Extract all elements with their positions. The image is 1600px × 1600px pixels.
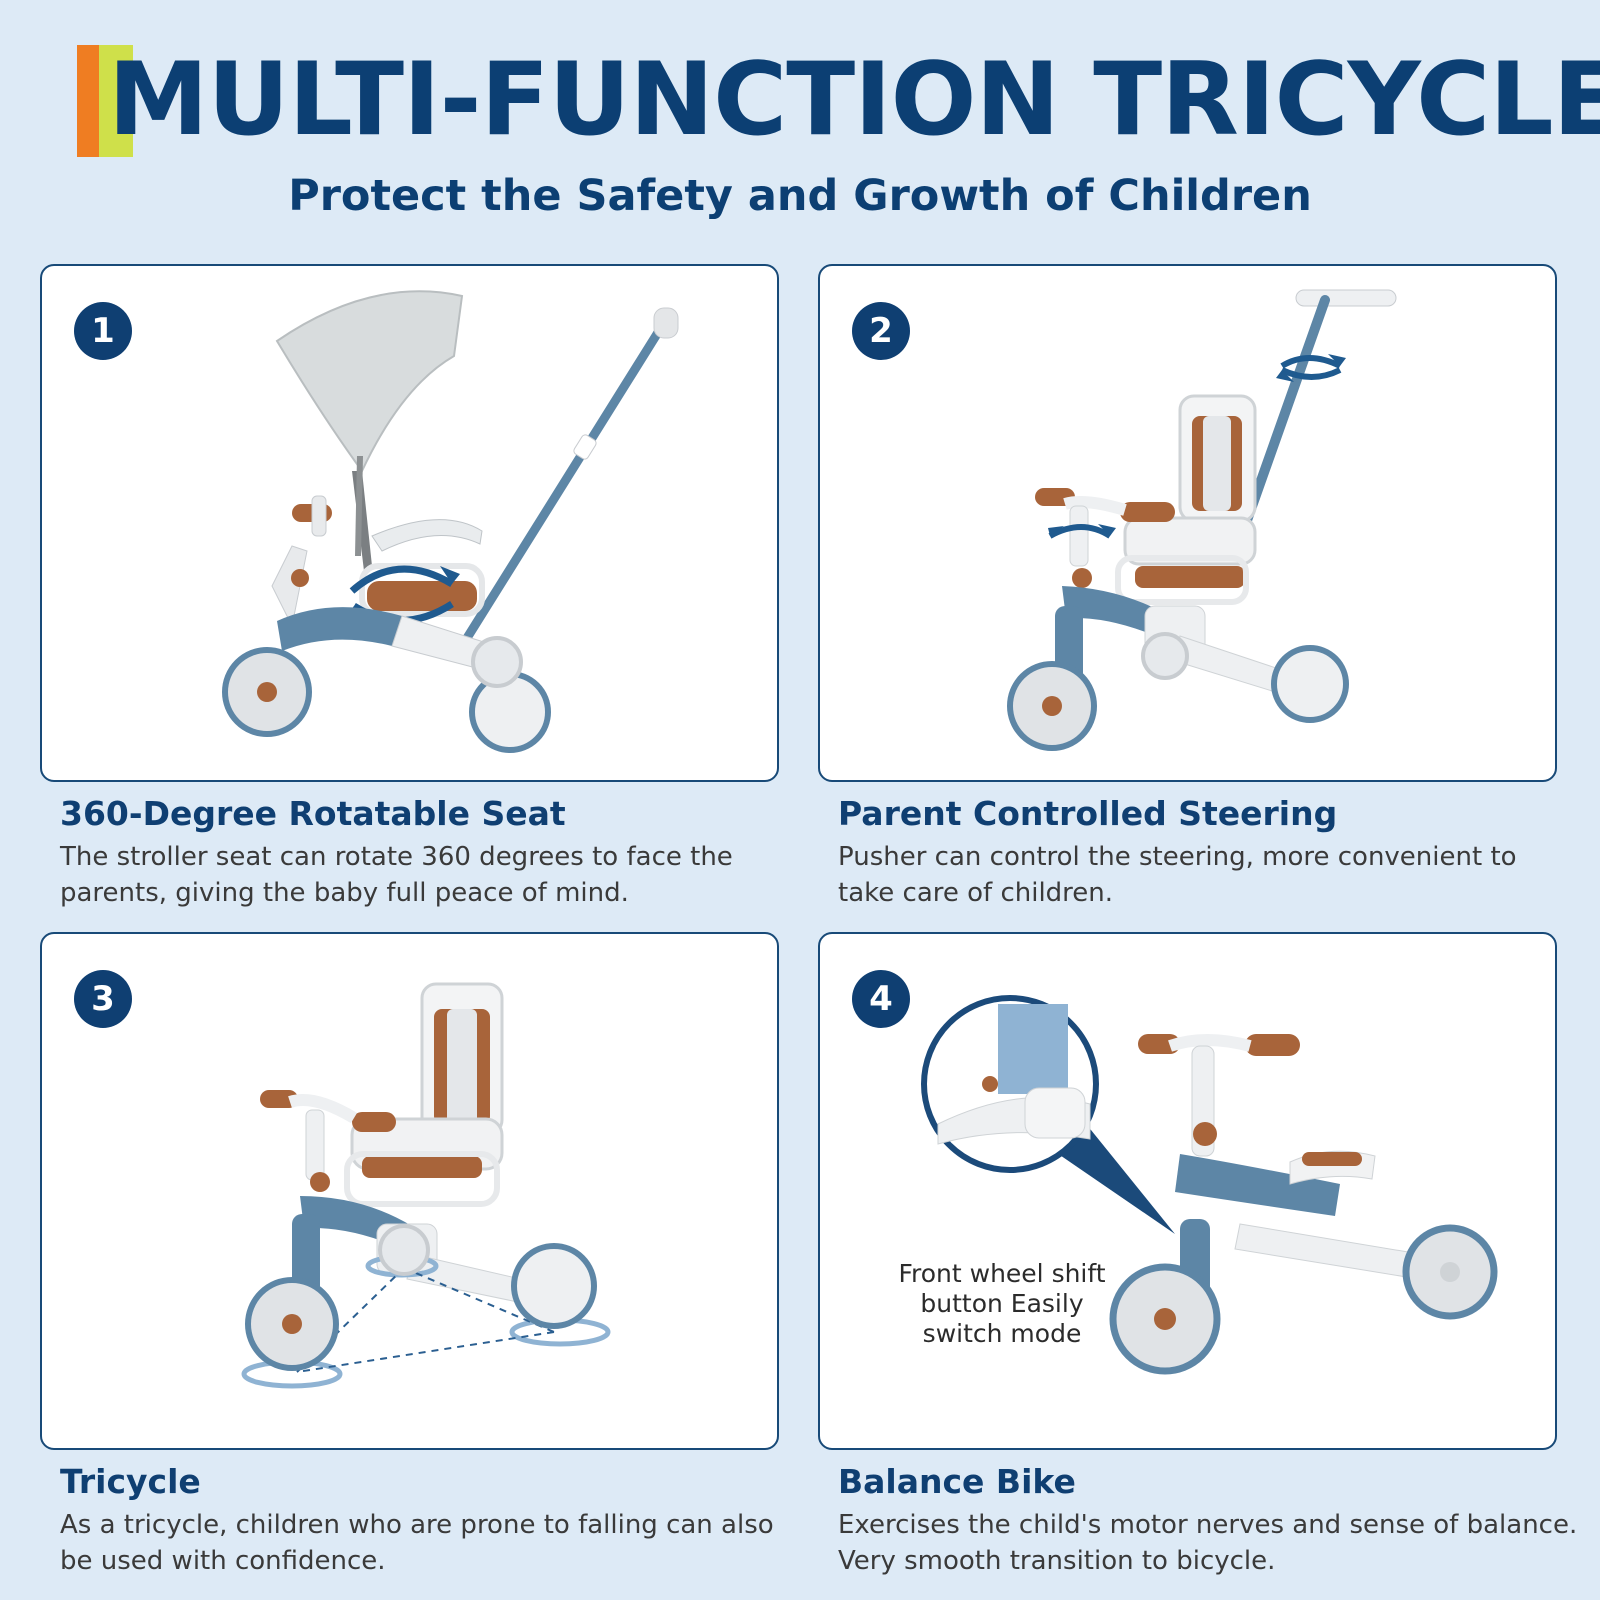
feature-description: Exercises the child's motor nerves and s… — [838, 1510, 1578, 1576]
feature-caption-1: 360-Degree Rotatable Seat The stroller s… — [60, 793, 800, 911]
stroller-with-canopy-icon — [222, 290, 679, 753]
title-accent-orange — [77, 45, 99, 157]
feature-caption-2: Parent Controlled Steering Pusher can co… — [838, 793, 1578, 911]
feature-panel-3: 3 — [40, 932, 779, 1450]
title-accent-lime — [99, 45, 133, 157]
feature-caption-3: Tricycle As a tricycle, children who are… — [60, 1461, 800, 1579]
step-badge-3: 3 — [74, 970, 132, 1028]
page-subtitle: Protect the Safety and Growth of Childre… — [288, 171, 1312, 221]
step-badge-4: 4 — [852, 970, 910, 1028]
tricycle-icon — [241, 982, 611, 1389]
feature-description: Pusher can control the steering, more co… — [838, 842, 1517, 908]
front-wheel-callout: Front wheel shift button Easily switch m… — [898, 1259, 1106, 1348]
step-badge-2: 2 — [852, 302, 910, 360]
feature-description: The stroller seat can rotate 360 degrees… — [60, 842, 733, 908]
feature-description: As a tricycle, children who are prone to… — [60, 1510, 774, 1576]
feature-caption-4: Balance Bike Exercises the child's motor… — [838, 1461, 1578, 1579]
feature-title: 360-Degree Rotatable Seat — [60, 794, 566, 833]
tricycle-with-push-handle-icon — [1007, 289, 1397, 751]
feature-title: Tricycle — [60, 1462, 201, 1501]
feature-title: Parent Controlled Steering — [838, 794, 1338, 833]
feature-panel-1: 1 — [40, 264, 779, 782]
feature-panel-2: 2 — [818, 264, 1557, 782]
feature-panel-4: 4 Front wheel shift button Easily switch… — [818, 932, 1557, 1450]
balance-bike-icon — [921, 995, 1498, 1375]
step-badge-1: 1 — [74, 302, 132, 360]
page-title: MULTI-FUNCTION TRICYCLE — [108, 40, 1600, 158]
feature-title: Balance Bike — [838, 1462, 1076, 1501]
